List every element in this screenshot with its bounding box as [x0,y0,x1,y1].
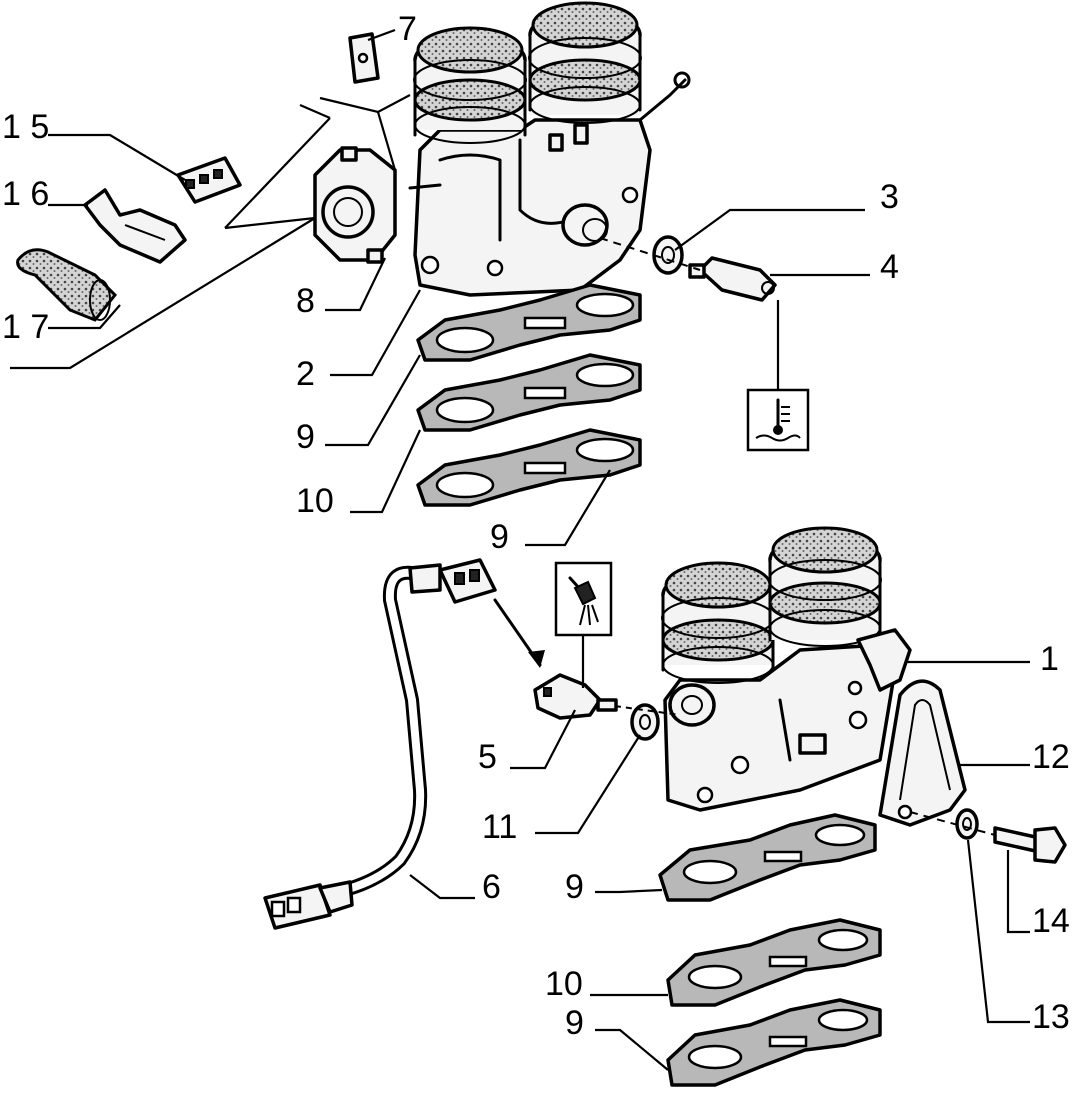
part-16-terminal [83,188,187,264]
lower-throttle-body [661,526,912,812]
callout-9-upper-a: 9 [296,418,315,456]
part-15-connector [176,156,242,204]
part-8-throttle-sensor [313,146,397,264]
lower-gasket-9-bottom [666,998,882,1087]
part-7-plate [348,32,380,84]
part-11-washer [630,703,660,741]
callout-12: 12 [1032,738,1070,776]
part-14-bolt [993,826,1067,864]
lower-gasket-10 [666,918,882,1007]
callout-4: 4 [880,248,899,286]
part-6-harness [263,558,497,930]
callout-8: 8 [296,282,315,320]
callout-13: 13 [1032,998,1070,1036]
callout-7: 7 [398,10,417,48]
upper-throttle-body [408,1,691,297]
callout-6: 6 [482,868,501,906]
lower-gasket-9-top [658,813,877,902]
callout-9-upper-b: 9 [490,518,509,556]
callout-5: 5 [478,738,497,776]
upper-gasket-9-bottom [416,428,642,507]
callout-2: 2 [296,355,315,393]
upper-gasket-9-top [416,283,642,362]
part-17-boot [16,248,118,322]
callout-14: 14 [1032,902,1070,940]
callout-11: 11 [482,808,517,846]
callout-15: 1 5 [2,108,49,146]
leader-lines [10,28,1030,1071]
callout-10-lower: 10 [545,965,583,1003]
part-3-washer [652,235,684,275]
callout-3: 3 [880,178,899,216]
callout-9-lower-b: 9 [565,1004,584,1042]
callout-labels: 1 2 3 4 5 6 7 8 9 9 9 9 10 10 11 12 13 1… [2,10,1070,1042]
part-5-sensor [533,673,618,720]
coolant-temperature-icon [746,388,810,452]
callout-16: 1 6 [2,175,49,213]
temperature-sensor-icon [554,561,613,637]
part-4-temp-sensor [688,256,777,302]
callout-1: 1 [1040,640,1059,678]
callout-17: 1 7 [2,308,49,346]
part-12-bracket [878,679,967,827]
part-13-washer [955,808,979,840]
upper-gasket-10 [416,353,642,432]
callout-9-lower-a: 9 [565,868,584,906]
callout-10-upper: 10 [296,482,334,520]
